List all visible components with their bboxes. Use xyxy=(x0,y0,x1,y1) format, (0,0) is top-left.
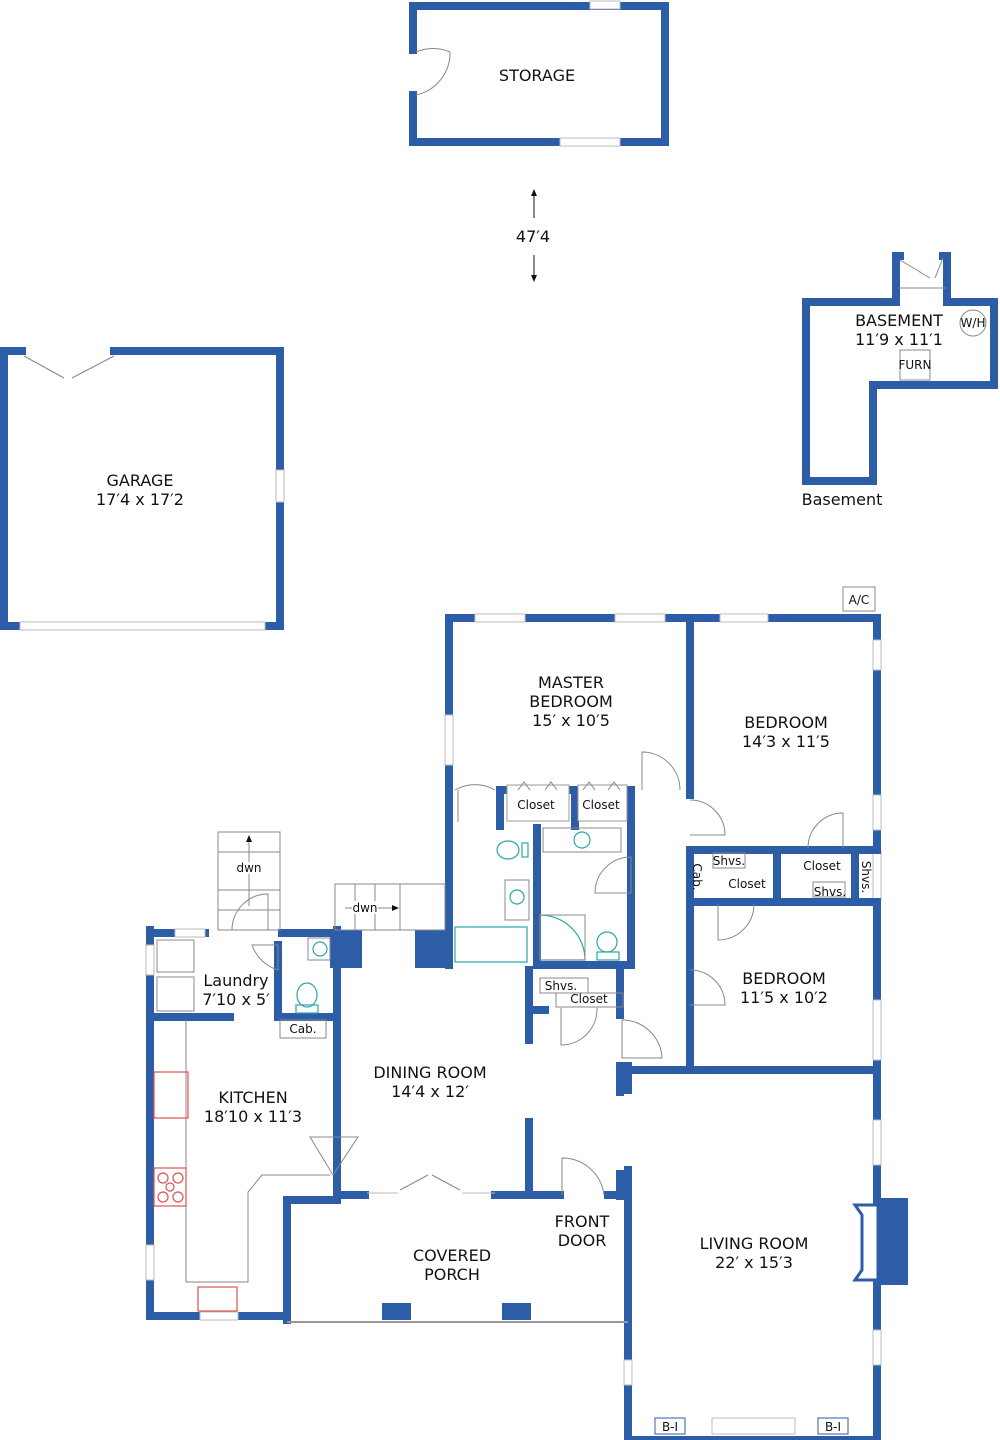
master-closet-2: Closet xyxy=(582,798,620,812)
master-closet-1: Closet xyxy=(517,798,555,812)
master-bedroom-dims: 15′ x 10′5 xyxy=(532,711,610,730)
bath-closet-label: Closet xyxy=(570,992,608,1006)
living-room-dims: 22′ x 15′3 xyxy=(715,1253,793,1272)
shelves-label-2: Shvs. xyxy=(814,885,846,899)
dining-room-title: DINING ROOM xyxy=(373,1063,486,1082)
shelves-label-3: Shvs. xyxy=(859,861,873,893)
distance-indicator: 47′4 xyxy=(516,189,550,282)
basement-dims: 11′9 x 11′1 xyxy=(855,330,943,349)
bedroom-1-dims: 14′3 x 11′5 xyxy=(742,732,830,751)
bedroom-2-dims: 11′5 x 10′2 xyxy=(740,988,828,1007)
bathtub-icon xyxy=(454,926,528,963)
hall-closet-2: Closet xyxy=(803,859,841,873)
bath-shelves-label: Shvs. xyxy=(545,979,577,993)
master-bedroom-title-2: BEDROOM xyxy=(529,692,613,711)
garage-title: GARAGE xyxy=(107,471,174,490)
porch-title: COVERED xyxy=(413,1246,491,1265)
porch-title-2: PORCH xyxy=(424,1265,480,1284)
fixtures xyxy=(153,751,846,1312)
laundry-dims: 7′10 x 5′ xyxy=(202,990,270,1009)
built-in-label-2: B-I xyxy=(825,1420,841,1434)
water-heater-label: W/H xyxy=(961,316,986,330)
storage-building: STORAGE xyxy=(409,0,669,147)
front-door-label-2: DOOR xyxy=(558,1231,607,1250)
storage-label: STORAGE xyxy=(499,66,575,85)
furnace-icon xyxy=(899,349,931,381)
living-room-title: LIVING ROOM xyxy=(700,1234,809,1253)
laundry-cabinet-label: Cab. xyxy=(289,1022,316,1036)
ac-label: A/C xyxy=(849,593,870,607)
stairs-down-label-1: dwn xyxy=(236,861,261,875)
stairs-down-label-2: dwn xyxy=(352,901,377,915)
furnace-label: FURN xyxy=(899,358,932,372)
kitchen-title: KITCHEN xyxy=(218,1088,287,1107)
hall-cabinet-label: Cab. xyxy=(690,863,704,890)
ac-unit-icon xyxy=(842,586,876,612)
garage: GARAGE 17′4 x 17′2 xyxy=(0,347,285,631)
stairs: dwn dwn xyxy=(217,831,446,931)
garage-dims: 17′4 x 17′2 xyxy=(96,490,184,509)
dining-room-dims: 14′4 x 12′ xyxy=(391,1082,469,1101)
hall-closet-1: Closet xyxy=(728,877,766,891)
bedroom-2-title: BEDROOM xyxy=(742,969,826,988)
kitchen-dims: 18′10 x 11′3 xyxy=(204,1107,302,1126)
water-heater-icon xyxy=(959,309,987,337)
built-in-label-1: B-I xyxy=(662,1420,678,1434)
shelves-label-1: Shvs. xyxy=(713,854,745,868)
basement: BASEMENT 11′9 x 11′1 W/H FURN Basement xyxy=(802,252,998,509)
room-labels: MASTER BEDROOM 15′ x 10′5 Closet Closet … xyxy=(202,673,873,1284)
distance-label: 47′4 xyxy=(516,227,550,246)
laundry-title: Laundry xyxy=(203,971,268,990)
basement-title: BASEMENT xyxy=(855,311,943,330)
bedroom-1-title: BEDROOM xyxy=(744,713,828,732)
front-door-label: FRONT xyxy=(555,1212,610,1231)
basement-caption: Basement xyxy=(802,490,883,509)
master-bedroom-title: MASTER xyxy=(538,673,604,692)
